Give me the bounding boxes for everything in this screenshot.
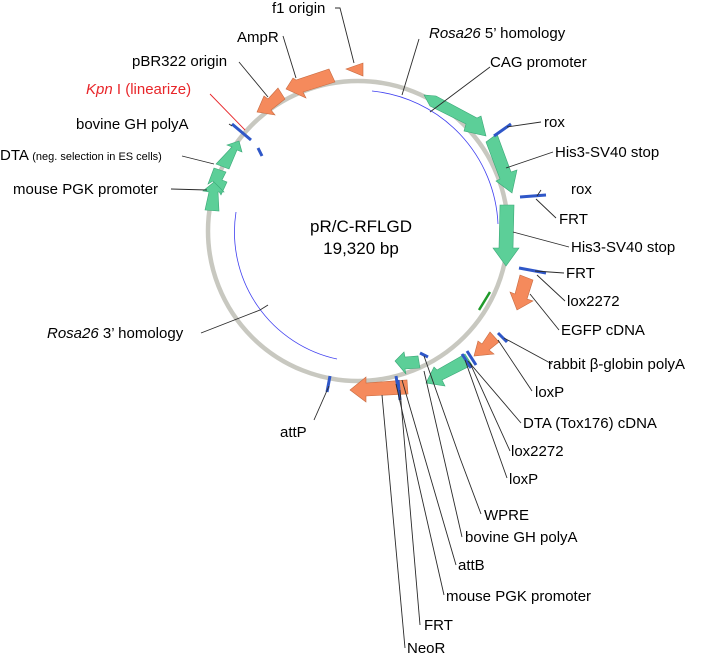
label-bovine-gh-polya-bottom: bovine GH polyA [465,529,578,546]
label-frt-2: FRT [566,265,595,282]
label-neor: NeoR [407,640,446,655]
rox-2-frt-1-marker [519,193,547,199]
neor-arrow [349,376,409,403]
pbr322-origin-arrow [256,87,286,116]
his3-sv40-stop-1-arrow [485,133,518,194]
label-rabbit-globin-polya: rabbit β-globin polyA [548,356,685,373]
label-dta: DTA (neg. selection in ES cells) [0,147,162,164]
label-cag-promoter: CAG promoter [490,54,587,71]
label-mouse-pgk-promoter-bottom: mouse PGK promoter [446,588,591,605]
egfp-cdna-arrow [509,274,534,311]
cag-promoter-arrow [423,94,487,137]
label-pbr322-origin: pBR322 origin [132,53,227,70]
rosa26-5-homology-arc [371,90,499,225]
label-his3-sv40-stop-1: His3-SV40 stop [555,144,659,161]
frt-2-lox2272-1-marker [518,266,547,275]
label-his3-sv40-stop-2: His3-SV40 stop [571,239,675,256]
rosa26-3-homology-arc [234,211,338,360]
leader-lines [170,7,570,649]
frt-3-marker [396,379,402,401]
dta-arrow [207,167,228,196]
label-frt-1: FRT [559,211,588,228]
label-dta-tox176-cdna: DTA (Tox176) cDNA [523,415,657,432]
label-lox2272-1: lox2272 [567,293,620,310]
label-rosa26-5-homology: Rosa26 5’ homology [429,25,566,42]
label-loxp-2: loxP [509,471,538,488]
label-attb: attB [458,557,485,574]
wpre-arrow [394,351,421,375]
label-f1-origin: f1 origin [272,0,325,17]
label-frt-3: FRT [424,617,453,634]
lox2272-2-marker-b [465,350,478,366]
label-attp: attP [280,424,307,441]
his3-sv40-stop-2-arrow [492,204,520,267]
mouse-pgk-promoter-arrow [202,181,225,212]
dta-tox176-arrow [425,353,473,387]
dta-marker [256,147,264,157]
label-egfp-cdna: EGFP cDNA [561,322,645,339]
rox-1-marker [493,122,512,138]
ampr-arrow [285,68,336,99]
plasmid-name: pR/C-RFLGD [310,217,412,236]
label-mouse-pgk-promoter-left: mouse PGK promoter [13,181,158,198]
bovine-gh-polya-top-marker [231,122,252,142]
wpre-marker [419,351,429,359]
label-rox-2: rox [571,181,592,198]
f1-origin-arrow [345,62,364,77]
egfp-green-marker [477,291,492,311]
site-markers [231,122,547,401]
loxp-1-marker [496,331,509,344]
label-loxp-1: loxP [535,384,564,401]
label-ampr: AmpR [237,29,279,46]
label-wpre: WPRE [484,507,529,524]
label-kpn-linearize: Kpn I (linearize) [86,81,191,98]
label-rosa26-3-homology: Rosa26 3’ homology [47,325,184,342]
label-rox-1: rox [544,114,565,131]
lox2272-2-marker-a [460,353,473,369]
dta-upper-arrow [215,140,243,170]
plasmid-size: 19,320 bp [323,239,399,258]
label-lox2272-2: lox2272 [511,443,564,460]
rabbit-globin-polya-arrow [473,331,500,357]
label-bovine-gh-polya-top: bovine GH polyA [76,116,189,133]
